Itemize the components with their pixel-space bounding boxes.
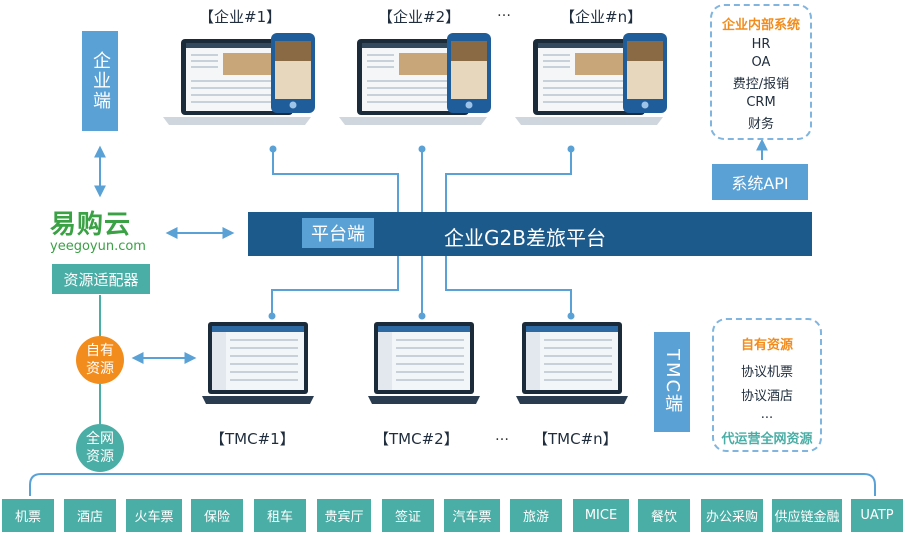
system-api-box: 系统API (712, 164, 808, 200)
own-resources-circle: 自有资源 (76, 336, 124, 384)
enterprise-label-1: 【企业#1】 (199, 8, 282, 26)
internal-systems-box: 企业内部系统 HR OA 费控/报销 CRM 财务 (710, 4, 812, 140)
tmc-label-1: 【TMC#1】 (210, 430, 295, 448)
category-mice: MICE (573, 499, 629, 532)
system-item-oa: OA (751, 55, 771, 70)
category-car-rental: 租车 (254, 499, 306, 532)
enterprise-device-n (515, 33, 675, 137)
category-office-procurement: 办公采购 (701, 499, 763, 532)
enterprise-label-n: 【企业#n】 (560, 8, 643, 26)
platform-title: 企业G2B差旅平台 (444, 226, 606, 250)
tmc-side-tag-text: TMC端 (662, 349, 683, 415)
enterprise-label-2: 【企业#2】 (378, 8, 461, 26)
tmcn-connector (445, 256, 572, 316)
category-visa: 签证 (382, 499, 434, 532)
own-resources-footer: 代运营全网资源 (721, 432, 813, 447)
category-supply-chain-finance: 供应链金融 (772, 499, 842, 532)
system-item-crm: CRM (746, 95, 776, 110)
own-resources-box: 自有资源 协议机票 协议酒店 ... 代运营全网资源 (712, 318, 822, 452)
categories-bracket (29, 473, 876, 496)
category-air-ticket: 机票 (2, 499, 54, 532)
enterprise1-connector (272, 149, 399, 212)
enterprise-device-2 (339, 33, 499, 137)
platform-tag: 平台端 (302, 218, 374, 248)
brand-logo: 易购云 yeegoyun.com (50, 204, 160, 254)
resource-item-more: ... (760, 407, 774, 422)
resource-adapter: 资源适配器 (52, 264, 150, 294)
tmc1-connector (271, 256, 399, 316)
category-vip-lounge: 贵宾厅 (317, 499, 371, 532)
system-item-hr: HR (751, 37, 771, 52)
brand-name: 易购云 (50, 210, 132, 240)
platform-bar: 平台端 企业G2B差旅平台 (248, 212, 812, 256)
resource-item-air: 协议机票 (740, 365, 793, 380)
network-resources-circle-text: 全网资源 (86, 431, 114, 465)
tmc-label-n: 【TMC#n】 (533, 430, 618, 448)
enterprise3-connector (445, 149, 572, 212)
tmc-label-2: 【TMC#2】 (374, 430, 459, 448)
own-resources-circle-text: 自有资源 (86, 343, 114, 377)
tmc-monitor-n (514, 318, 664, 412)
network-resources-circle: 全网资源 (76, 424, 124, 472)
category-insurance: 保险 (191, 499, 243, 532)
tmc-side-tag: TMC端 (654, 332, 690, 432)
tmc-monitor-2 (366, 318, 516, 412)
category-uatp: UATP (851, 499, 903, 532)
category-dining: 餐饮 (638, 499, 690, 532)
system-item-finance: 财务 (747, 117, 774, 132)
enterprise-side-tag: 企业端 (82, 31, 118, 131)
enterprise-side-tag-text: 企业端 (90, 51, 111, 111)
enterprise-device-1 (163, 33, 323, 137)
own-resources-title: 自有资源 (740, 338, 793, 353)
category-train-ticket: 火车票 (126, 499, 182, 532)
category-hotel: 酒店 (64, 499, 116, 532)
system-item-expense: 费控/报销 (732, 77, 790, 92)
category-tourism: 旅游 (510, 499, 562, 532)
resource-item-hotel: 协议酒店 (740, 389, 793, 404)
internal-systems-title: 企业内部系统 (721, 18, 800, 33)
tmc-ellipsis: … (495, 428, 509, 444)
category-bus-ticket: 汽车票 (444, 499, 500, 532)
brand-domain: yeegoyun.com (50, 239, 146, 254)
enterprise-ellipsis: … (497, 4, 511, 20)
tmc-monitor-1 (200, 318, 350, 412)
